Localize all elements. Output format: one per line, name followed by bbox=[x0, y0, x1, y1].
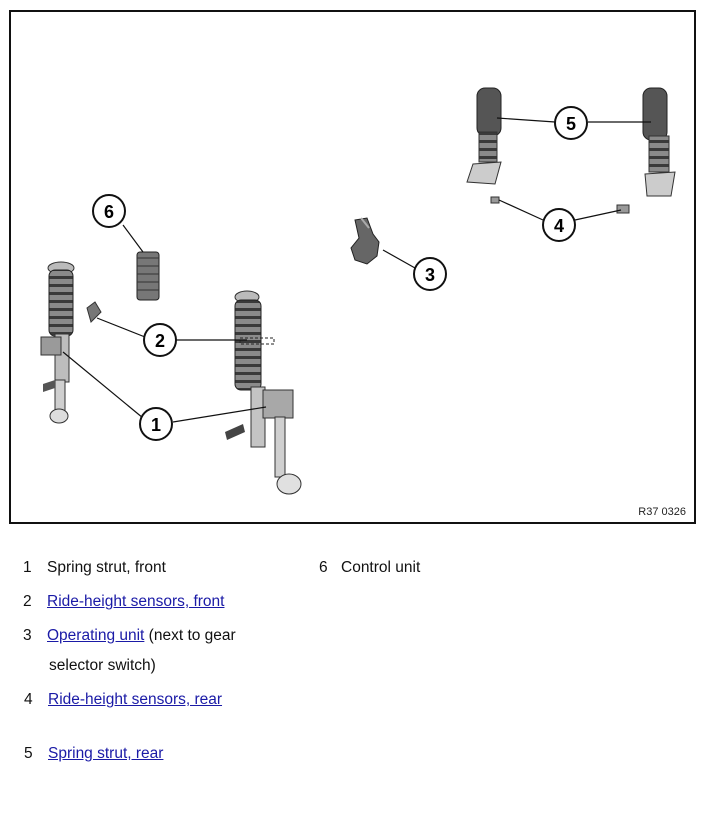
legend-item-4: 4 Ride-height sensors, rear bbox=[24, 690, 304, 712]
legend-item-3: 3 Operating unit (next to gear selector … bbox=[23, 626, 313, 678]
svg-text:3: 3 bbox=[425, 265, 435, 285]
figure-code: R37 0326 bbox=[638, 506, 686, 518]
operating-unit-link[interactable]: Operating unit bbox=[47, 627, 145, 644]
callout-3: 3 bbox=[413, 257, 447, 291]
legend-number: 3 bbox=[23, 627, 32, 644]
leader-lines bbox=[62, 117, 651, 423]
legend-text-continued: selector switch) bbox=[49, 657, 156, 674]
front-right-strut-drawing bbox=[225, 290, 302, 495]
component-diagram: 1 2 3 4 5 6 R37 0326 bbox=[9, 10, 696, 524]
legend-number: 4 bbox=[24, 691, 33, 708]
legend-item-5: 5 Spring strut, rear bbox=[24, 744, 304, 766]
legend-number: 2 bbox=[23, 593, 32, 610]
rear-strut-left-drawing bbox=[466, 87, 502, 185]
svg-text:1: 1 bbox=[151, 415, 161, 435]
front-left-strut-drawing bbox=[40, 261, 102, 424]
legend-text: (next to gear bbox=[144, 627, 236, 644]
callout-1: 1 bbox=[139, 407, 173, 441]
ride-height-sensors-front-link[interactable]: Ride-height sensors, front bbox=[47, 593, 225, 610]
callout-2: 2 bbox=[143, 323, 177, 357]
control-unit-drawing bbox=[136, 251, 160, 301]
spring-strut-rear-link[interactable]: Spring strut, rear bbox=[48, 745, 164, 762]
legend-number: 1 bbox=[23, 559, 32, 576]
callout-6: 6 bbox=[92, 194, 126, 228]
svg-text:2: 2 bbox=[155, 331, 165, 351]
callout-4: 4 bbox=[542, 208, 576, 242]
ride-height-sensors-rear-link[interactable]: Ride-height sensors, rear bbox=[48, 691, 223, 708]
legend-number: 5 bbox=[24, 745, 33, 762]
svg-text:4: 4 bbox=[554, 216, 564, 236]
rear-strut-right-drawing bbox=[642, 87, 676, 197]
operating-unit-drawing bbox=[350, 217, 380, 265]
callout-5: 5 bbox=[554, 106, 588, 140]
legend-text: Spring strut, front bbox=[47, 559, 166, 576]
svg-text:5: 5 bbox=[566, 114, 576, 134]
legend-number: 6 bbox=[319, 559, 328, 576]
legend-item-6: 6 Control unit bbox=[319, 558, 519, 580]
legend-item-1: 1 Spring strut, front bbox=[23, 558, 303, 580]
legend-item-2: 2 Ride-height sensors, front bbox=[23, 592, 303, 614]
diagram-drawing: 1 2 3 4 5 6 bbox=[40, 87, 676, 495]
svg-text:6: 6 bbox=[104, 202, 114, 222]
legend-text: Control unit bbox=[341, 559, 421, 576]
